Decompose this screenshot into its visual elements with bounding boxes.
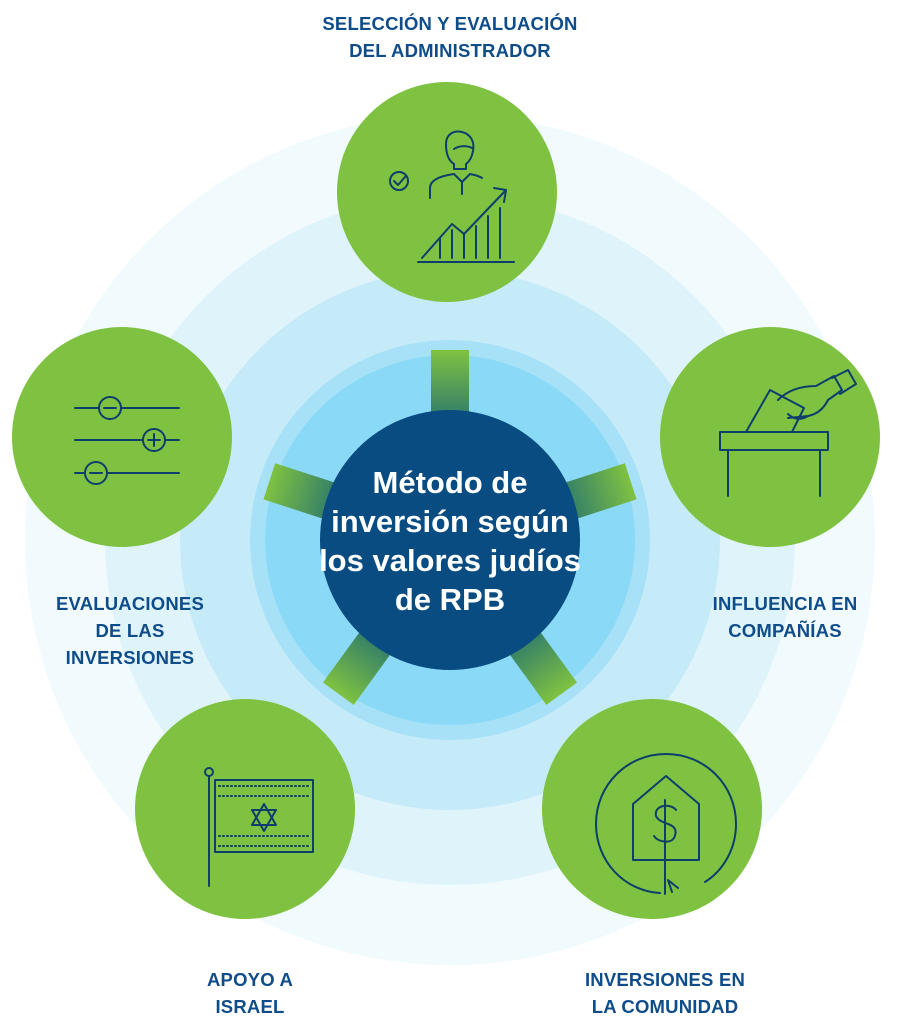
- label-right-line-1: INFLUENCIA EN: [712, 593, 858, 614]
- node-bottom-left-circle: [135, 699, 355, 919]
- israel-flag-icon: [204, 767, 314, 887]
- label-left-line-1: EVALUACIONES: [55, 593, 204, 614]
- center-title-line-3: los valores judíos: [319, 543, 581, 578]
- label-bottom-left-line-2: ISRAEL: [215, 996, 285, 1017]
- center-title: Método de inversión según los valores ju…: [300, 463, 600, 619]
- label-left-line-3: INVERSIONES: [65, 647, 195, 668]
- label-bottom-right-line-1: INVERSIONES EN: [584, 969, 746, 990]
- label-bottom-right: INVERSIONES EN LA COMUNIDAD: [560, 966, 770, 1020]
- nodes: [12, 82, 880, 919]
- node-right-circle: [660, 327, 880, 547]
- label-left-line-2: DE LAS: [95, 620, 165, 641]
- label-bottom-left: APOYO A ISRAEL: [160, 966, 340, 1020]
- center-circle: [320, 410, 580, 670]
- label-top-line-2: DEL ADMINISTRADOR: [349, 40, 551, 61]
- label-top: SELECCIÓN Y EVALUACIÓN DEL ADMINISTRADOR: [300, 10, 600, 64]
- label-bottom-left-line-1: APOYO A: [206, 969, 294, 990]
- label-left: EVALUACIONES DE LAS INVERSIONES: [30, 590, 230, 671]
- label-right-line-2: COMPAÑÍAS: [728, 620, 842, 641]
- label-top-line-1: SELECCIÓN Y EVALUACIÓN: [322, 13, 578, 34]
- node-top-circle: [337, 82, 557, 302]
- label-bottom-right-line-2: LA COMUNIDAD: [591, 996, 739, 1017]
- ballot-box-vote-icon: [719, 369, 857, 497]
- house-dollar-cycle-icon: [595, 753, 737, 895]
- center-title-line-4: de RPB: [394, 582, 506, 617]
- label-right: INFLUENCIA EN COMPAÑÍAS: [690, 590, 880, 644]
- node-bottom-right-circle: [542, 699, 762, 919]
- center-title-line-2: inversión según: [331, 504, 569, 539]
- center-title-line-1: Método de: [372, 465, 528, 500]
- node-left-circle: [12, 327, 232, 547]
- adjustment-sliders-icon: [74, 396, 180, 485]
- manager-growth-chart-icon: [389, 130, 515, 263]
